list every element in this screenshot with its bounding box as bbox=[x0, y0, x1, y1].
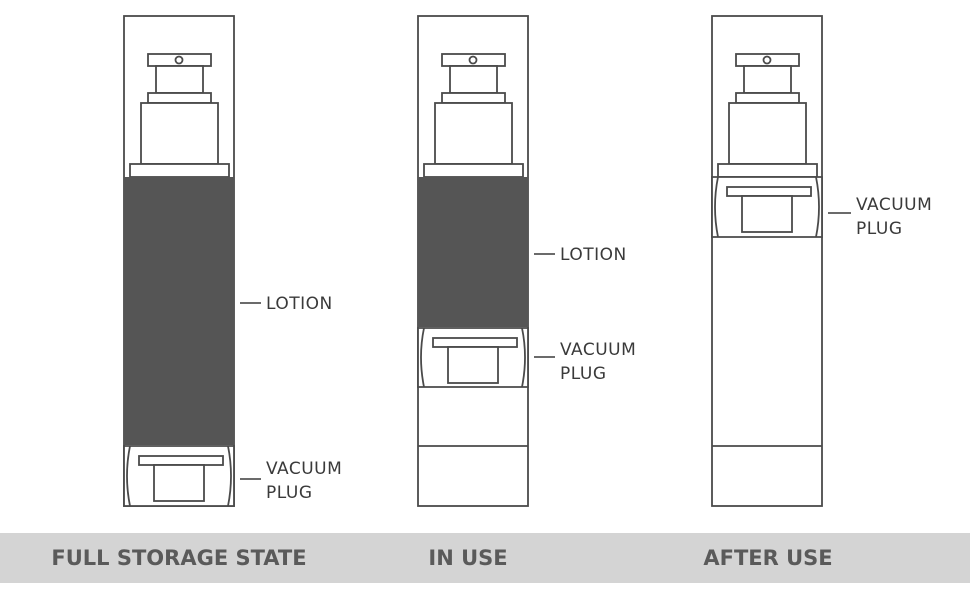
state-label-full-storage: FULL STORAGE STATE bbox=[51, 546, 307, 570]
state-label-in-use: IN USE bbox=[428, 546, 508, 570]
pump-head bbox=[717, 53, 818, 178]
vacuum-label-line2: PLUG bbox=[856, 219, 903, 239]
vacuum-plug bbox=[123, 445, 235, 507]
bottle-after-use bbox=[711, 15, 823, 507]
airless-bottle-diagram: LOTION VACUUM PLUG LOTION VACUUM PLUG bbox=[123, 15, 932, 507]
vacuum-plug bbox=[711, 176, 823, 238]
state-label-after-use: AFTER USE bbox=[703, 546, 833, 570]
lotion-fill bbox=[124, 177, 234, 445]
lotion-fill bbox=[418, 177, 528, 327]
pump-head bbox=[129, 53, 230, 178]
vacuum-label-line2: PLUG bbox=[266, 483, 313, 503]
vacuum-plug bbox=[417, 327, 529, 388]
lotion-label: LOTION bbox=[560, 245, 627, 265]
vacuum-label-line1: VACUUM bbox=[856, 195, 932, 215]
bottle-in-use bbox=[417, 15, 529, 507]
bottle-full-storage bbox=[123, 15, 235, 507]
vacuum-label-line1: VACUUM bbox=[560, 340, 636, 360]
lotion-label: LOTION bbox=[266, 294, 333, 314]
vacuum-label-line1: VACUUM bbox=[266, 459, 342, 479]
pump-head bbox=[423, 53, 524, 178]
vacuum-label-line2: PLUG bbox=[560, 364, 607, 384]
state-caption-bar: FULL STORAGE STATE IN USE AFTER USE bbox=[0, 533, 970, 583]
